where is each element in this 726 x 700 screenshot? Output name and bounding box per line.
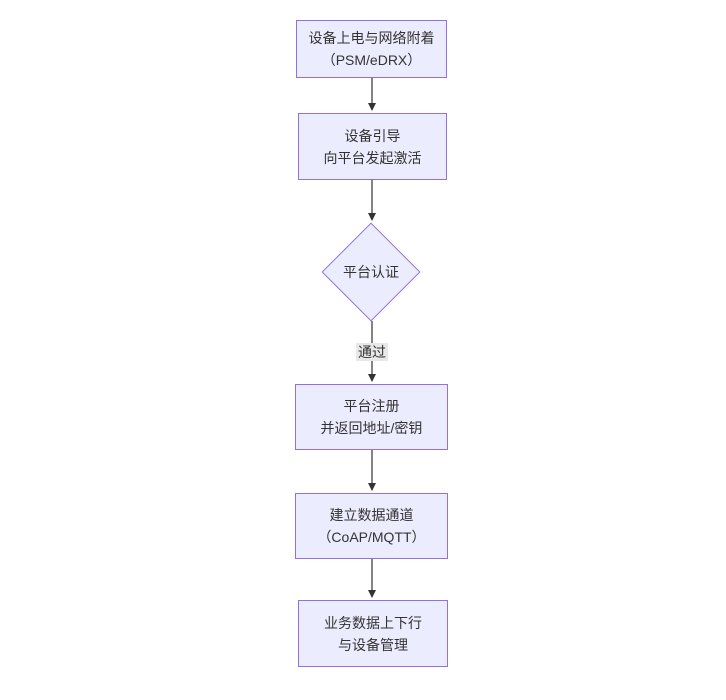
node-data-channel: 建立数据通道 （CoAP/MQTT） [295, 493, 448, 559]
edge-label-pass: 通过 [356, 343, 388, 361]
node-text-line: 与设备管理 [338, 636, 408, 653]
node-text-line: 业务数据上下行 [324, 614, 422, 631]
node-text-line: （PSM/eDRX） [321, 52, 422, 68]
node-text-line: 设备上电与网络附着 [308, 30, 435, 46]
node-business-data: 业务数据上下行 与设备管理 [298, 600, 448, 667]
node-text-line: 向平台发起激活 [323, 149, 422, 166]
node-power-on-network-attach: 设备上电与网络附着 （PSM/eDRX） [296, 20, 447, 78]
node-platform-register: 平台注册 并返回地址/密钥 [295, 384, 448, 450]
decision-platform-auth: 平台认证 [343, 264, 399, 280]
node-text-line: 并返回地址/密钥 [320, 420, 423, 436]
node-text-line: （CoAP/MQTT） [317, 529, 426, 545]
node-text-line: 建立数据通道 [329, 507, 414, 523]
node-text-line: 设备引导 [344, 127, 401, 144]
node-device-bootstrap: 设备引导 向平台发起激活 [298, 113, 447, 180]
node-text-line: 平台注册 [343, 398, 400, 414]
